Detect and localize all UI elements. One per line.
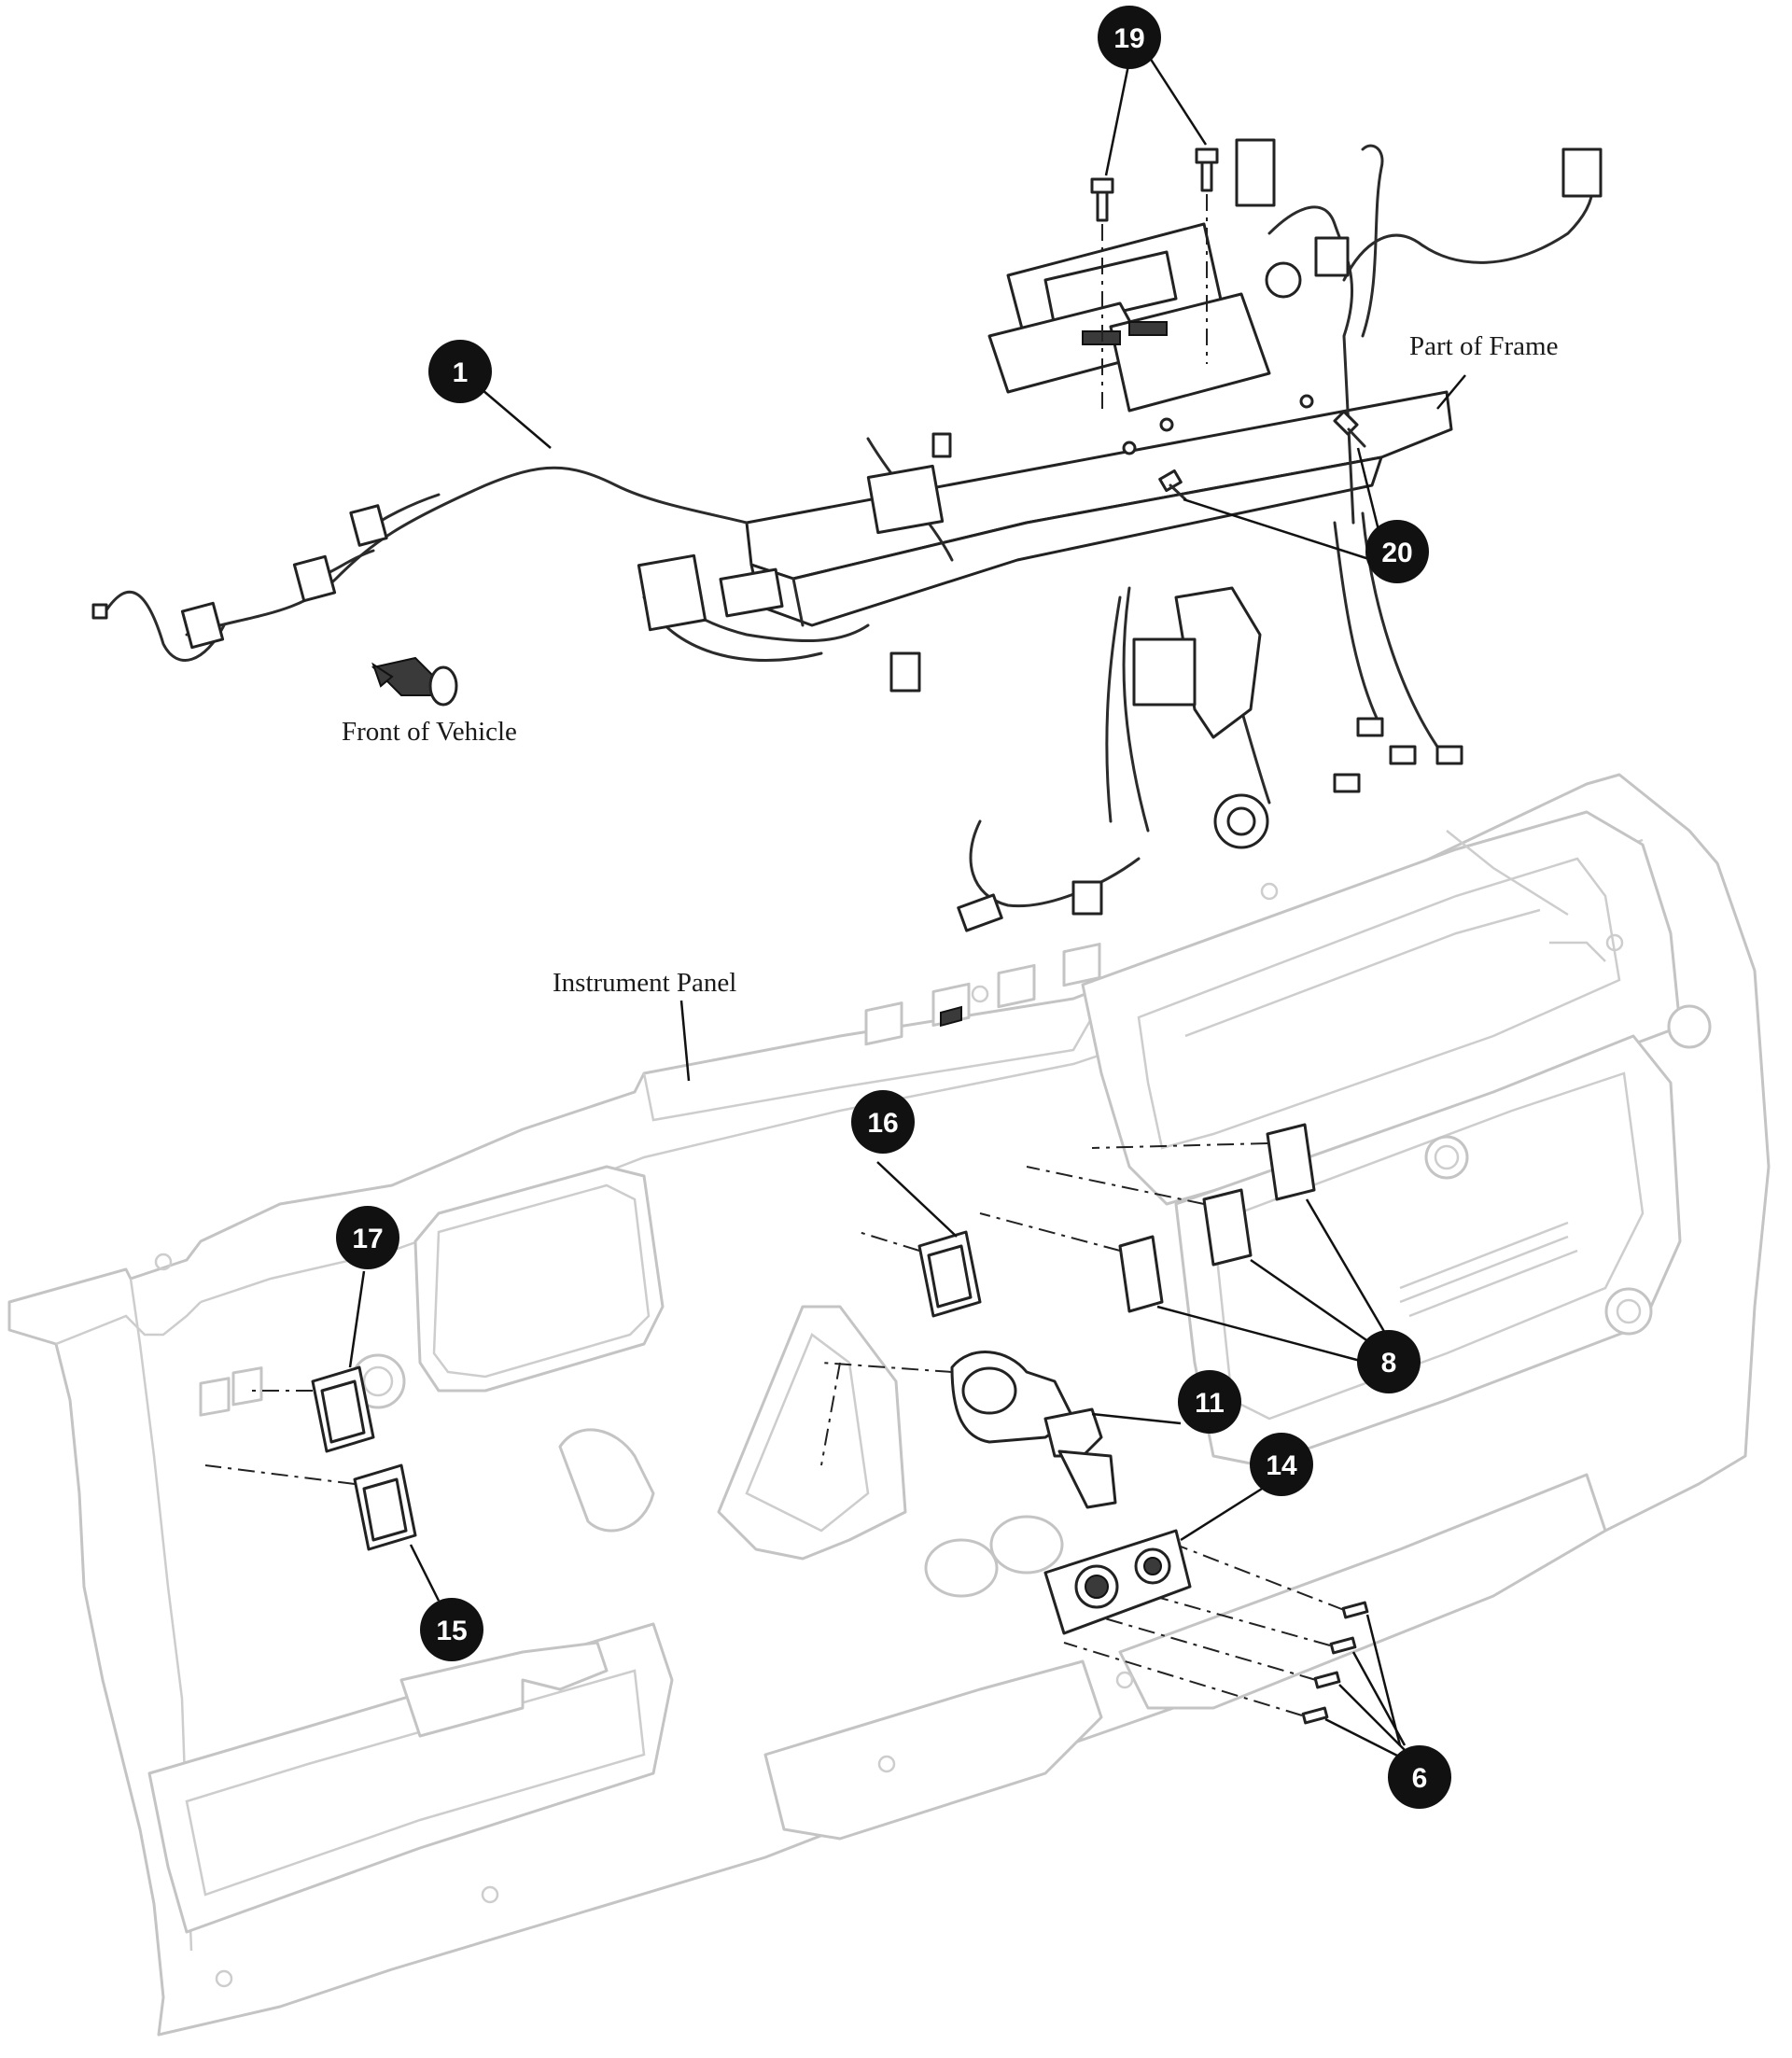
- callout-1: 1: [428, 340, 492, 403]
- callout-14-label: 14: [1266, 1450, 1297, 1481]
- callout-6-label: 6: [1412, 1763, 1428, 1794]
- callout-20: 20: [1365, 520, 1429, 583]
- callout-8: 8: [1357, 1330, 1421, 1393]
- rocker-switch-16: [858, 1005, 982, 1318]
- callout-14: 14: [1250, 1433, 1313, 1496]
- callout-15-label: 15: [436, 1616, 467, 1646]
- callout-11: 11: [1178, 1370, 1241, 1434]
- part-of-frame-label: Part of Frame: [1409, 331, 1558, 361]
- callout-8-label: 8: [1381, 1348, 1397, 1379]
- callout-20-label: 20: [1381, 538, 1412, 568]
- fastener-6-set: [1063, 1544, 1369, 1725]
- callout-16: 16: [851, 1090, 915, 1154]
- callout-6: 6: [1388, 1745, 1451, 1809]
- rocker-switch-17: [252, 1365, 375, 1453]
- bolt-19-right: [1195, 147, 1219, 364]
- callout-17-label: 17: [352, 1224, 383, 1254]
- switch-openings: [199, 943, 1101, 1417]
- rocker-switch-15: [204, 1463, 417, 1551]
- bolt-20-right: [1333, 410, 1366, 448]
- bolt-19-left: [1090, 177, 1114, 411]
- callout-19-label: 19: [1113, 23, 1144, 54]
- callout-19: 19: [1098, 6, 1161, 69]
- front-of-vehicle-label: Front of Vehicle: [342, 717, 517, 747]
- rocker-switch-8-a: [979, 1212, 1164, 1313]
- instrument-panel-label: Instrument Panel: [553, 968, 736, 998]
- instrument-panel-outline: [7, 773, 1771, 2037]
- ignition-switch-11: [820, 1351, 1117, 1509]
- callout-17: 17: [336, 1206, 399, 1269]
- power-outlet-14: [1043, 1529, 1192, 1635]
- frame-cross-member: [745, 390, 1453, 627]
- callout-16-label: 16: [867, 1108, 898, 1139]
- callout-1-label: 1: [453, 357, 469, 388]
- leader-lines: [348, 57, 1466, 1761]
- rocker-switch-8-c: [1091, 1123, 1316, 1201]
- bolt-20-left: [1158, 469, 1187, 501]
- front-of-vehicle-arrow: [371, 656, 458, 707]
- callout-11-label: 11: [1195, 1388, 1225, 1419]
- callout-15: 15: [420, 1598, 483, 1661]
- rocker-switch-8-b: [1026, 1166, 1253, 1267]
